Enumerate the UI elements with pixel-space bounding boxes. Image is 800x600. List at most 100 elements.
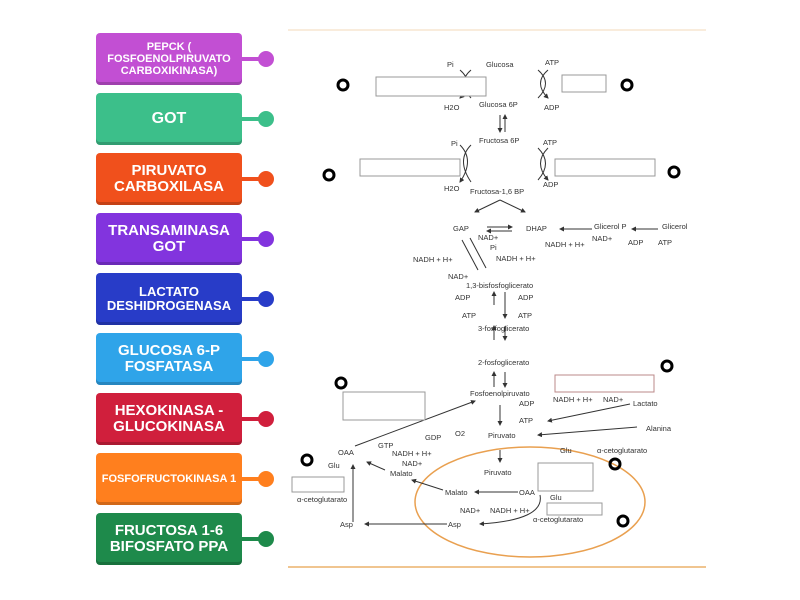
connector <box>242 477 264 481</box>
answer-tile[interactable]: GLUCOSA 6-P FOSFATASA <box>96 333 242 385</box>
diagram-label: ADP <box>628 238 643 247</box>
answer-tile[interactable]: GOT <box>96 93 242 145</box>
drop-target-circle[interactable] <box>620 78 634 92</box>
diagram-label: Fructosa 6P <box>479 136 519 145</box>
drop-box[interactable] <box>537 462 594 492</box>
diagram-label: NADH + H+ <box>392 449 432 458</box>
answer-tile[interactable]: FOSFOFRUCTOKINASA 1 <box>96 453 242 505</box>
diagram-label: NADH + H+ <box>490 506 530 515</box>
connector <box>242 537 264 541</box>
diagram-label: Glu <box>550 493 562 502</box>
diagram-label: NADH + H+ <box>413 255 453 264</box>
diagram-label: Lactato <box>633 399 658 408</box>
diagram-label: α-cetoglutarato <box>533 515 583 524</box>
connector-handle[interactable] <box>258 531 274 547</box>
connector <box>242 357 264 361</box>
arrows <box>350 69 658 527</box>
drop-target-circle[interactable] <box>616 514 630 528</box>
drop-targets <box>300 78 681 528</box>
diagram-label: ATP <box>462 311 476 320</box>
drop-box[interactable] <box>546 502 603 516</box>
connector <box>242 237 264 241</box>
drop-target-circle[interactable] <box>608 457 622 471</box>
diagram-label: Glicerol P <box>594 222 627 231</box>
connector-handle[interactable] <box>258 51 274 67</box>
diagram-label: NADH + H+ <box>496 254 536 263</box>
drop-box[interactable] <box>554 158 656 177</box>
answer-tile[interactable]: LACTATO DESHIDROGENASA <box>96 273 242 325</box>
answer-tile[interactable]: FRUCTOSA 1-6 BIFOSFATO PPA <box>96 513 242 565</box>
diagram-label: GTP <box>378 441 393 450</box>
diagram-label: ATP <box>543 138 557 147</box>
diagram-label: Fosfoenolpiruvato <box>470 389 530 398</box>
answer-tile[interactable]: HEXOKINASA - GLUCOKINASA <box>96 393 242 445</box>
diagram-label: GDP <box>425 433 441 442</box>
drop-box[interactable] <box>554 374 655 393</box>
drop-box[interactable] <box>561 74 607 93</box>
drop-box[interactable] <box>291 476 345 493</box>
drop-target-circle[interactable] <box>334 376 348 390</box>
diagram-label: 1,3-bisfosfoglicerato <box>466 281 533 290</box>
answer-tile[interactable]: PIRUVATO CARBOXILASA <box>96 153 242 205</box>
drop-target-circle[interactable] <box>322 168 336 182</box>
drop-box[interactable] <box>359 158 461 177</box>
diagram-label: ADP <box>544 103 559 112</box>
drop-target-circle[interactable] <box>667 165 681 179</box>
diagram-label: NAD+ <box>402 459 423 468</box>
diagram-label: Pi <box>490 243 497 252</box>
connector <box>242 117 264 121</box>
diagram-label: ATP <box>545 58 559 67</box>
connector <box>242 57 264 61</box>
diagram-label: ATP <box>519 416 533 425</box>
diagram-label: NAD+ <box>460 506 481 515</box>
mitochondrion <box>414 446 646 558</box>
diagram-label: H2O <box>444 184 460 193</box>
diagram-label: NADH + H+ <box>553 395 593 404</box>
drop-target-circle[interactable] <box>300 453 314 467</box>
answer-tile[interactable]: TRANSAMINASA GOT <box>96 213 242 265</box>
drop-target-circle[interactable] <box>660 359 674 373</box>
diagram-label: NADH + H+ <box>545 240 585 249</box>
connector-handle[interactable] <box>258 171 274 187</box>
answer-tile[interactable]: PEPCK ( FOSFOENOLPIRUVATO CARBOXIKINASA) <box>96 33 242 85</box>
diagram-label: 2-fosfoglicerato <box>478 358 529 367</box>
diagram-label: Malato <box>390 469 413 478</box>
drop-target-circle[interactable] <box>336 78 350 92</box>
drop-box[interactable] <box>375 76 487 97</box>
connector <box>242 177 264 181</box>
diagram-label: NAD+ <box>448 272 469 281</box>
diagram-label: Piruvato <box>488 431 516 440</box>
diagram-label: NAD+ <box>478 233 499 242</box>
diagram-label: ADP <box>518 293 533 302</box>
diagram-label: ADP <box>519 399 534 408</box>
diagram-label: NAD+ <box>592 234 613 243</box>
diagram-label: Glu <box>560 446 572 455</box>
drop-zones <box>291 74 656 516</box>
connector-handle[interactable] <box>258 471 274 487</box>
connector <box>242 417 264 421</box>
diagram-label: GAP <box>453 224 469 233</box>
connector-handle[interactable] <box>258 291 274 307</box>
drop-box[interactable] <box>342 391 426 421</box>
diagram-label: Pi <box>447 60 454 69</box>
diagram-label: Malato <box>445 488 468 497</box>
connector-handle[interactable] <box>258 411 274 427</box>
connector <box>242 297 264 301</box>
diagram-label: DHAP <box>526 224 547 233</box>
diagram-label: ATP <box>518 311 532 320</box>
connector-handle[interactable] <box>258 351 274 367</box>
connector-handle[interactable] <box>258 231 274 247</box>
diagram-label: Alanina <box>646 424 672 433</box>
diagram-label: 3-fosfoglicerato <box>478 324 529 333</box>
diagram-label: H2O <box>444 103 460 112</box>
connector-handle[interactable] <box>258 111 274 127</box>
diagram-label: OAA <box>338 448 354 457</box>
diagram-label: Fructosa-1,6 BP <box>470 187 524 196</box>
diagram-label: ADP <box>455 293 470 302</box>
diagram-label: ATP <box>658 238 672 247</box>
diagram-label: Glu <box>328 461 340 470</box>
diagram-label: α-cetoglutarato <box>597 446 647 455</box>
diagram-label: O2 <box>455 429 465 438</box>
diagram-label: Piruvato <box>484 468 512 477</box>
